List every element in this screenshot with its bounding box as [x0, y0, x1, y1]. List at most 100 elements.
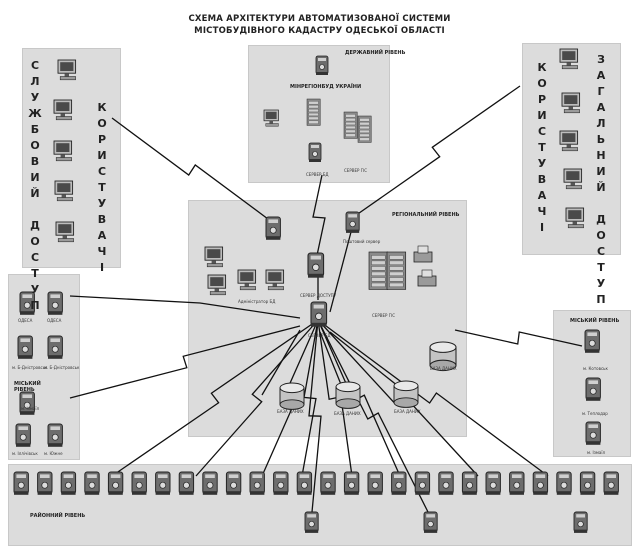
database-label-4: БАЗА ДАНИХ: [394, 409, 421, 414]
district-server-icon: [202, 471, 218, 495]
city-server-icon: [17, 335, 33, 359]
database-label-3: БАЗА ДАНИХ: [334, 411, 361, 416]
district-server-icon: [249, 471, 265, 495]
district-server-icon: [343, 471, 360, 495]
city-server-icon: [47, 291, 63, 315]
link-south-city: [69, 325, 301, 399]
state-db-server-icon: [308, 142, 322, 162]
regional-server-bd-label: СЕРВЕР БД: [308, 333, 331, 338]
service-computer-icon: [57, 59, 77, 81]
regional-db-server-icon: [310, 301, 328, 327]
state-gis-server-icon: [357, 115, 372, 143]
district-server-icon: [178, 471, 195, 495]
district-server-icon: [414, 471, 431, 495]
state-server-bd-label: СЕРВЕР БД: [306, 172, 329, 177]
service-computer-icon: [53, 99, 73, 121]
city-node-label: м. Котовськ: [583, 366, 608, 371]
district-server-icon: [556, 471, 572, 495]
database-icon: [279, 382, 305, 410]
db-admin-label: Адміністратор БД: [238, 299, 276, 304]
link-district: [301, 319, 319, 477]
city-server-icon: [47, 423, 63, 447]
database-icon: [429, 341, 457, 372]
public-computer-icon: [561, 92, 581, 114]
link-district: [111, 319, 319, 477]
district-server-icon: [155, 471, 171, 495]
district-level-label: РАЙОННИЙ РІВЕНЬ: [30, 513, 86, 519]
admin-workstation-icon: [265, 269, 285, 291]
diagram-title-line2: МІСТОБУДІВНОГО КАДАСТРУ ОДЕСЬКОЇ ОБЛАСТІ: [194, 26, 445, 36]
district-server-icon: [485, 471, 501, 495]
city-node-label: м. Б-Дністровськ: [12, 365, 48, 370]
city-server-icon: [15, 423, 31, 447]
link-service-users: [111, 117, 273, 223]
link-db: [261, 329, 301, 396]
mail-server-icon: [345, 211, 360, 233]
state-gis-server-icon: [306, 98, 321, 126]
link-public-users: [351, 85, 521, 219]
city-level-right-label: МІСЬКИЙ РІВЕНЬ: [570, 318, 620, 324]
link-state-regional: [312, 174, 326, 261]
city-server-icon: [19, 291, 35, 315]
mail-server-label: Поштовий сервер: [343, 239, 381, 244]
city-server-icon: [585, 377, 601, 401]
state-server-gis-label: СЕРВЕР ГІС: [344, 168, 368, 173]
service-computer-icon: [53, 140, 73, 162]
link-mail-server-hub: [329, 231, 352, 313]
plotter-icon: [417, 269, 437, 287]
link-district: [317, 319, 353, 477]
access-server-icon: [307, 252, 325, 278]
district-server-icon: [509, 471, 525, 495]
city-level-left-label: МІСЬКИЙ РІВЕНЬ: [14, 381, 41, 393]
database-label-2: БАЗА ДАНИХ: [277, 409, 304, 414]
district-server-icon: [320, 471, 336, 495]
service-computer-icon: [55, 221, 75, 243]
district-server-icon: [296, 471, 313, 495]
district-server-icon: [131, 471, 147, 495]
district-server-icon: [391, 471, 407, 495]
state-server-icon: [315, 55, 329, 75]
city-server-icon: [584, 329, 600, 353]
district-server-icon: [60, 471, 77, 495]
city-node-label: м. Теплодар: [582, 411, 608, 416]
state-workstation-icon: [263, 109, 279, 127]
city-node-label: ОДЕСА: [47, 318, 62, 323]
ministry-label: МІНРЕГІОНБУД УКРАЇНИ: [290, 84, 362, 90]
district-server-icon: [423, 511, 438, 533]
printer-icon: [413, 245, 433, 263]
city-node-label: м. Южне: [44, 451, 63, 456]
district-server-icon: [603, 471, 619, 495]
database-label-1: БАЗА ДАНИХ: [430, 366, 457, 371]
link-district: [308, 319, 322, 513]
city-node-label: ОДЕСА: [18, 318, 33, 323]
database-icon: [393, 380, 419, 408]
diagram-title-line1: СХЕМА АРХІТЕКТУРИ АВТОМАТИЗОВАНОЇ СИСТЕМ…: [188, 14, 451, 24]
city-node-label: м. Іллічівськ: [12, 451, 38, 456]
link-district: [195, 319, 319, 477]
database-icon: [335, 381, 361, 409]
link-odesa: [69, 295, 301, 319]
district-server-icon: [273, 471, 289, 495]
district-server-icon: [37, 471, 53, 495]
public-computer-icon: [563, 168, 583, 190]
admin-workstation-icon: [207, 274, 227, 296]
link-db: [329, 331, 404, 391]
district-server-icon: [107, 471, 124, 495]
city-server-icon: [585, 421, 601, 445]
regional-gis-server-icon: [368, 251, 389, 290]
district-server-icon: [225, 471, 242, 495]
public-computer-icon: [559, 130, 579, 152]
district-server-icon: [304, 511, 319, 533]
regional-gis-server-icon: [386, 251, 407, 290]
regional-server-gis-label: СЕРВЕР ГІС: [372, 313, 396, 318]
link-district: [317, 319, 429, 513]
city-node-label: м. Ізмаїл: [21, 406, 40, 411]
district-server-icon: [84, 471, 100, 495]
district-server-icon: [367, 471, 383, 495]
district-server-icon: [579, 471, 596, 495]
admin-workstation-icon: [237, 269, 257, 291]
